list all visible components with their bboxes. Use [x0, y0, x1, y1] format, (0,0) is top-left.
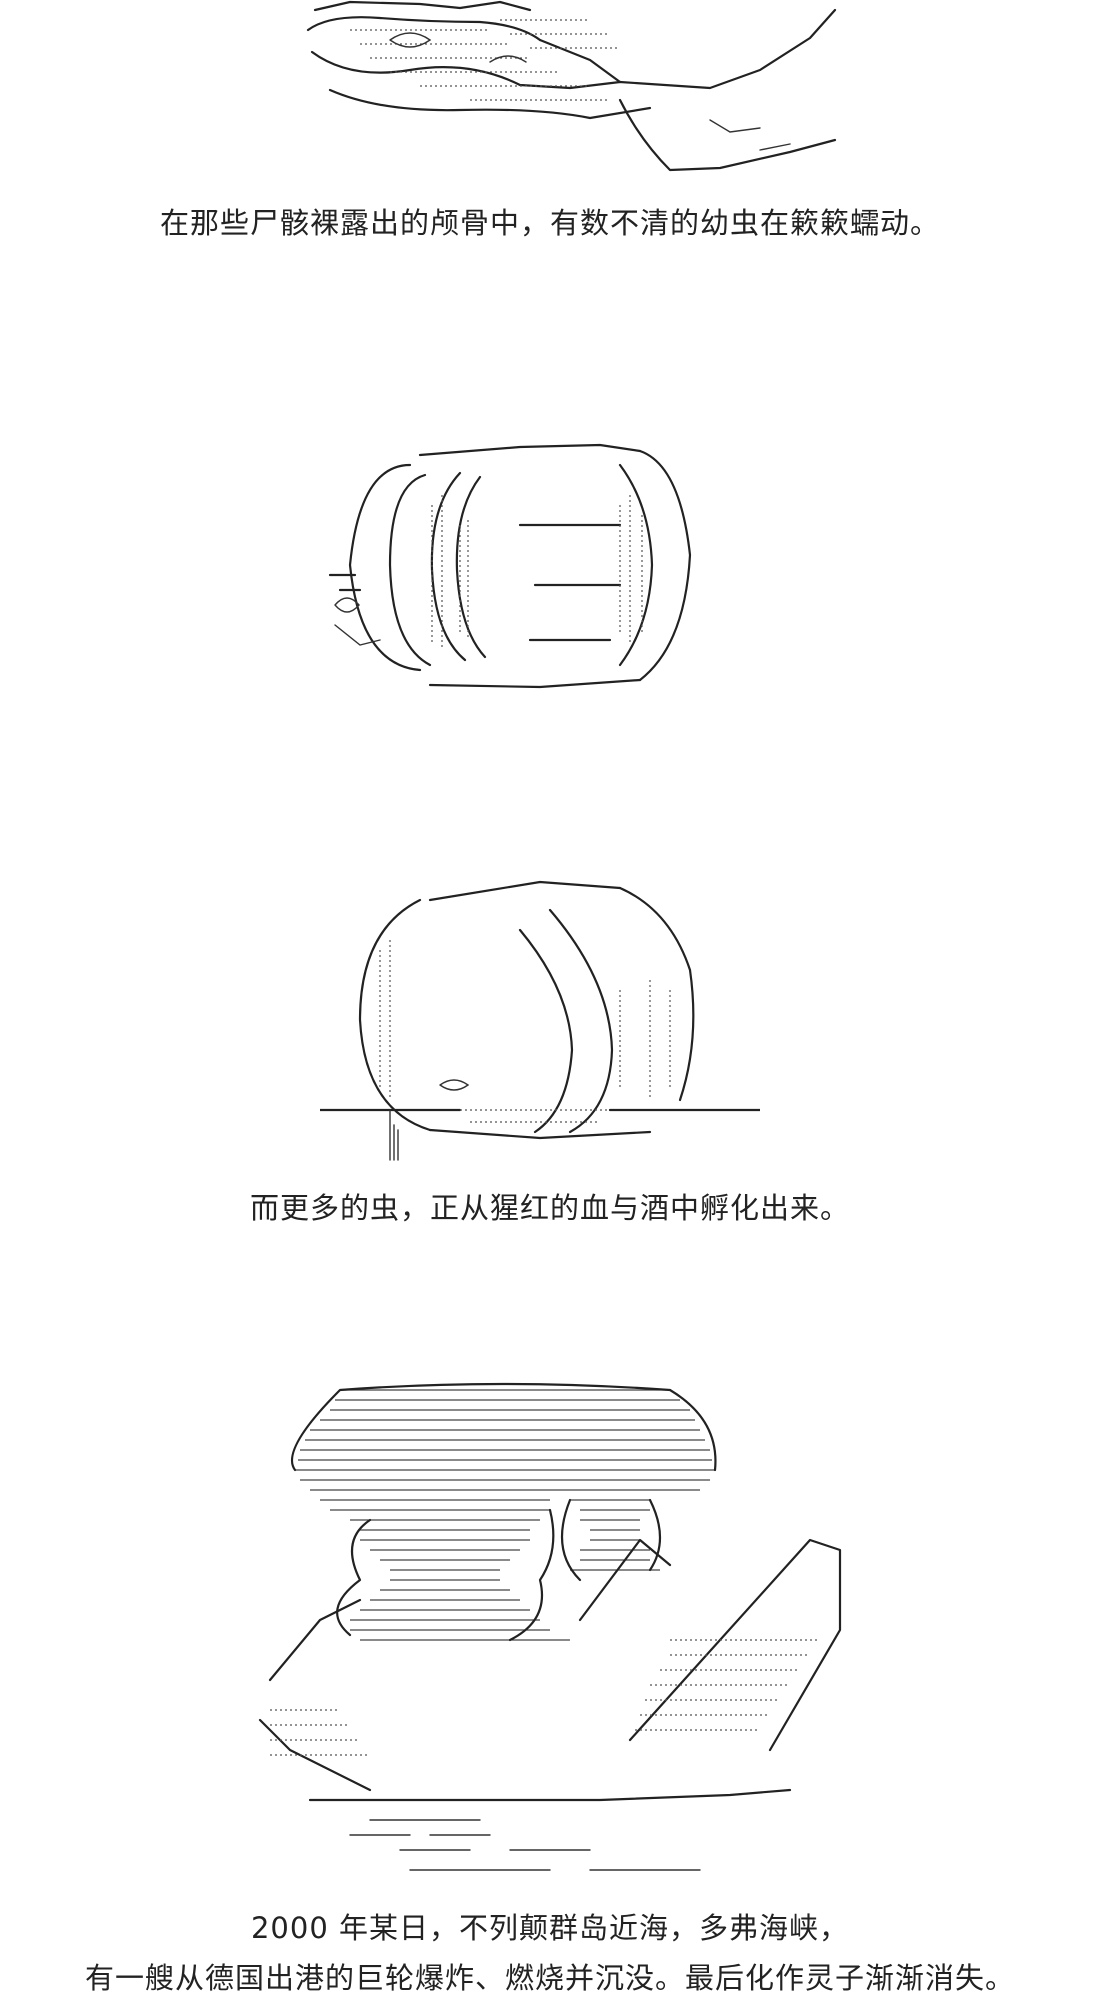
ascii-art-barrel-top — [320, 425, 760, 695]
ascii-art-skulls — [290, 0, 850, 190]
caption-ship-sinking: 有一艘从德国出港的巨轮爆炸、燃烧并沉没。最后化作灵子渐渐消失。 — [84, 1961, 1015, 1995]
caption-skulls-larvae: 在那些尸骸裸露出的颅骨中，有数不清的幼虫在簌簌蠕动。 — [159, 206, 940, 240]
caption-insects-hatching: 而更多的虫，正从猩红的血与酒中孵化出来。 — [249, 1191, 850, 1225]
caption-date-location: 2000 年某日，不列颠群岛近海，多弗海峡， — [250, 1911, 850, 1945]
ascii-art-ship-explosion — [250, 1380, 850, 1890]
ascii-art-barrel-spilling — [320, 870, 760, 1170]
